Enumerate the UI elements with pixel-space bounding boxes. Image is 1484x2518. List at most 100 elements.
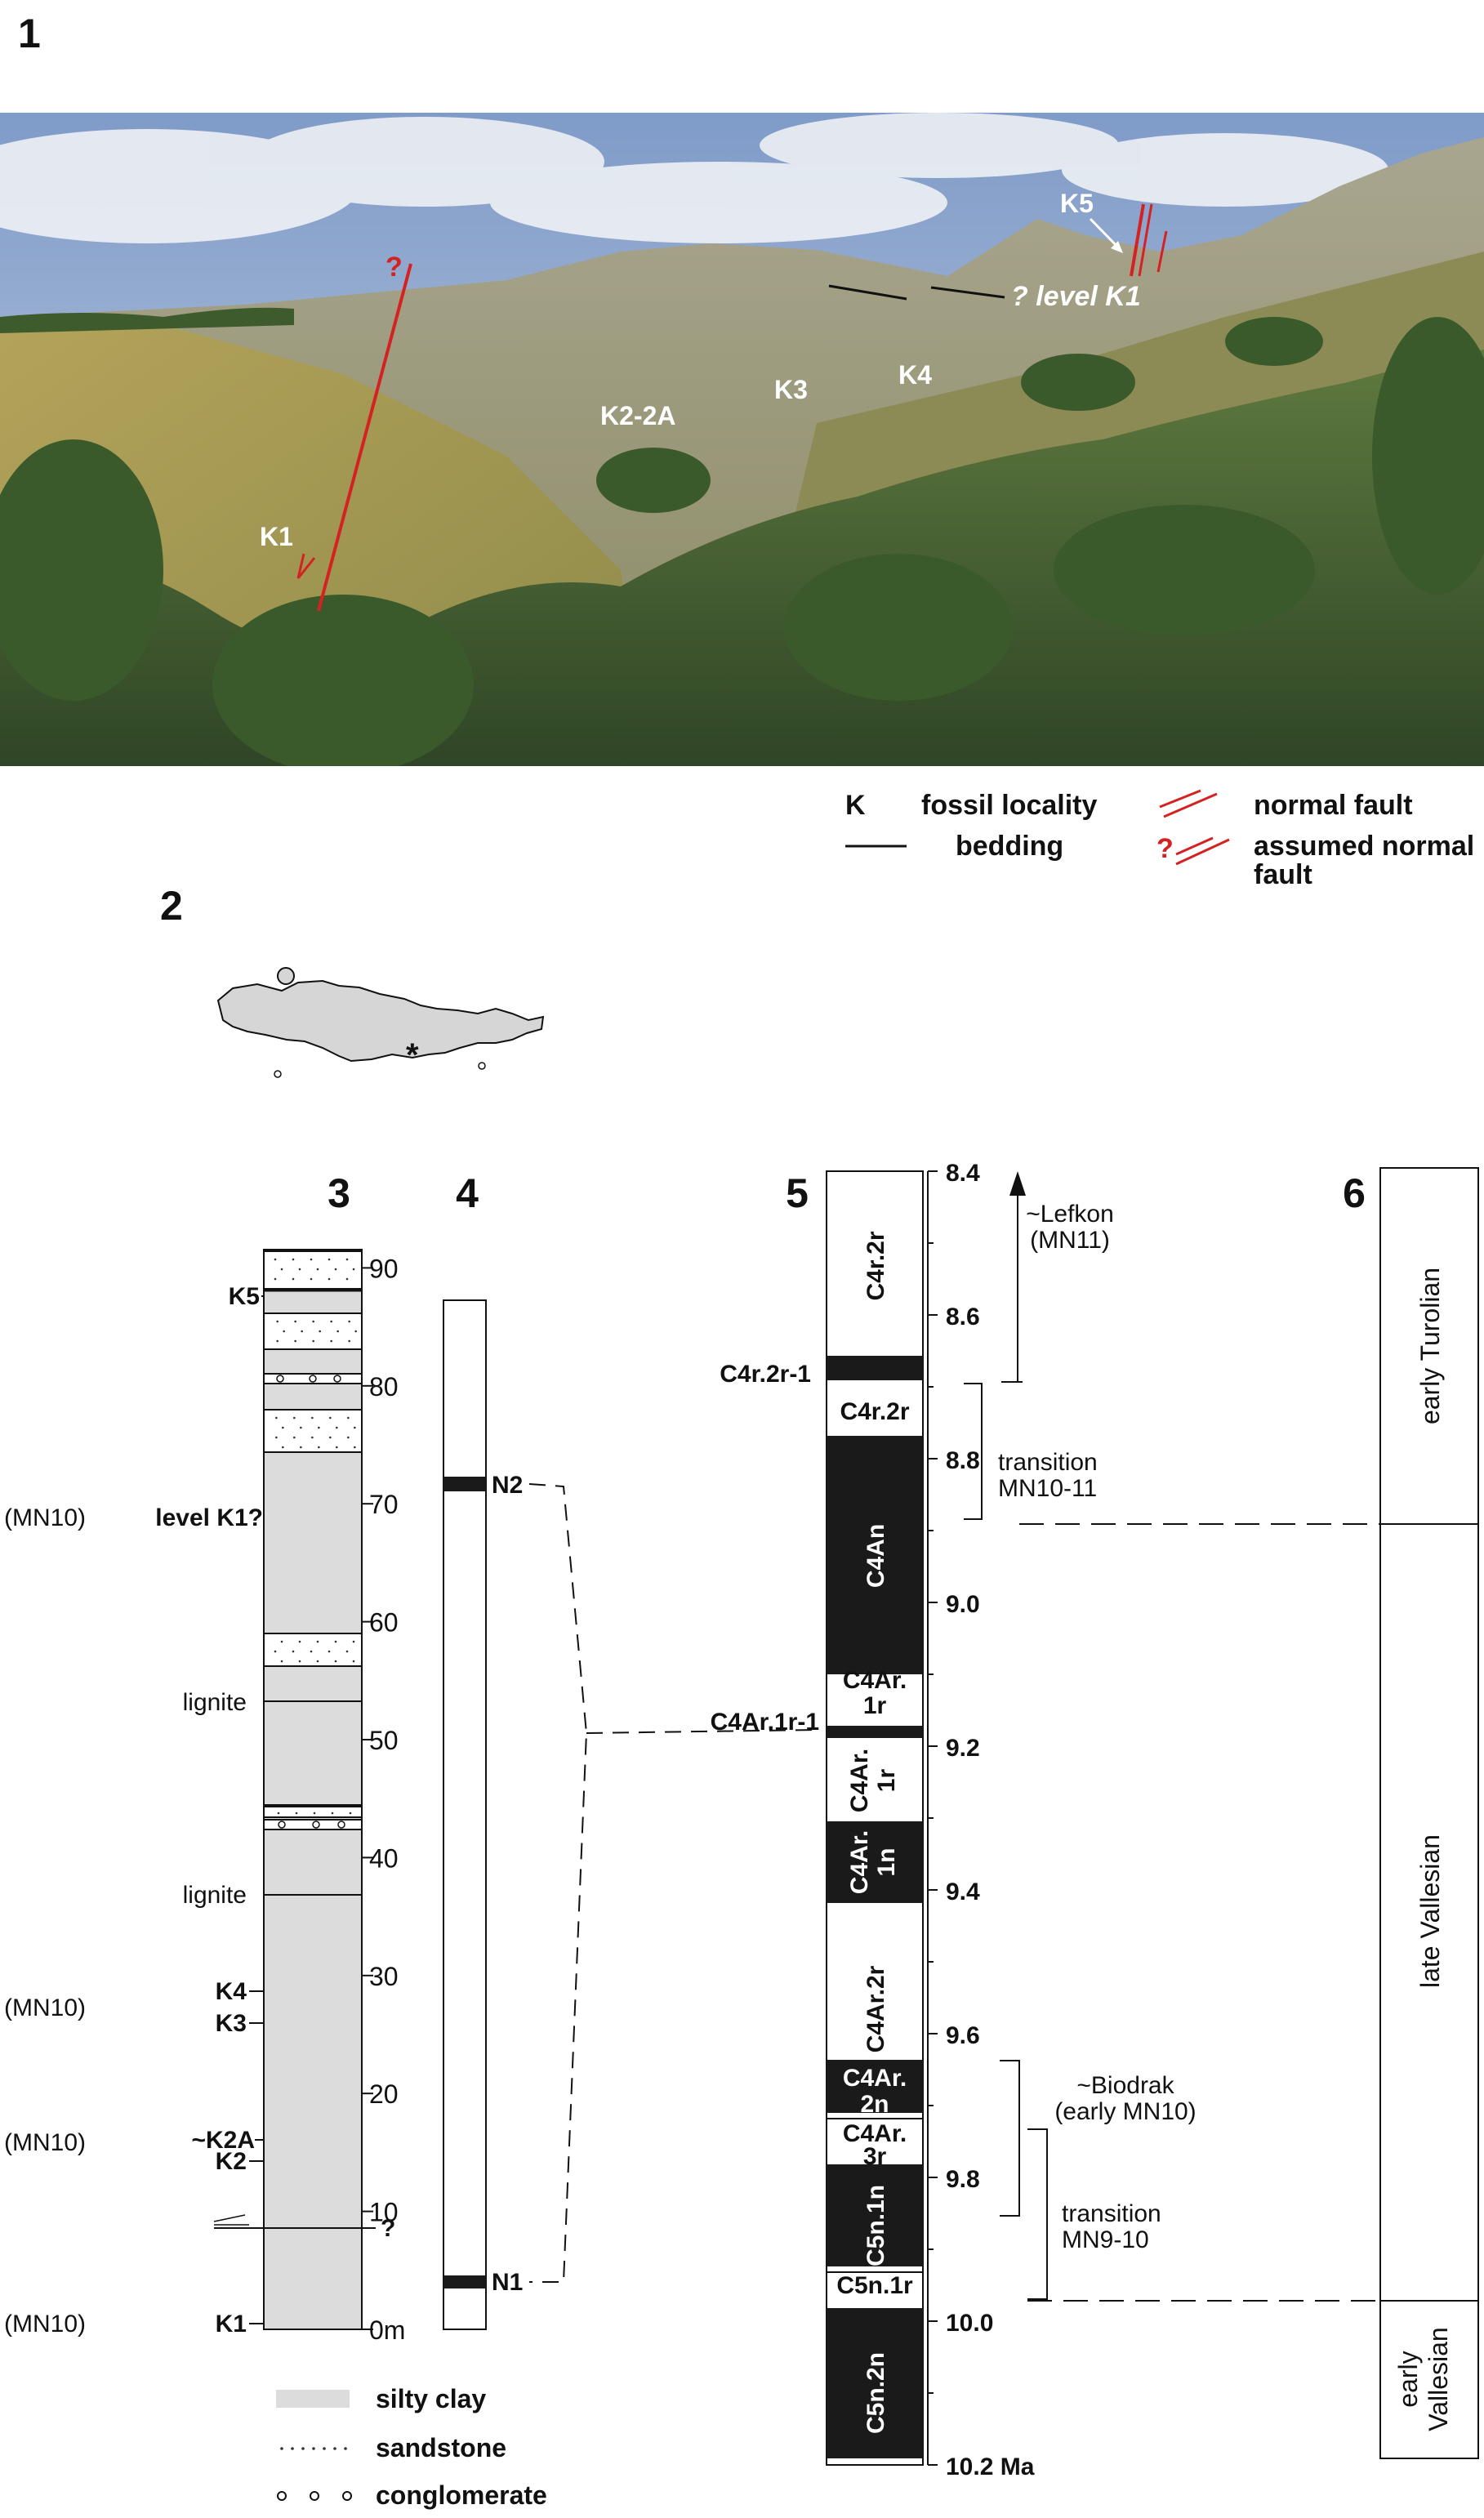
sandstone-dot [334, 1268, 337, 1271]
chron-c4ar2r: C4Ar.2r [862, 1965, 889, 2052]
legend-sandstone: sandstone [376, 2433, 506, 2462]
normal-fault [1130, 203, 1145, 277]
chron-c4r2r: C4r.2r [862, 1231, 889, 1300]
sandstone-dot [328, 1277, 331, 1281]
legend-conglomerate-pebble [277, 2491, 287, 2501]
sandstone-dot [316, 1640, 319, 1643]
sandstone-dot [294, 1320, 296, 1323]
chron-c4ar1r-rotated: 1r [873, 1768, 900, 1792]
bracket-transition-mn9-10 [1027, 2128, 1048, 2300]
legend-normal-fault-line [1159, 789, 1201, 809]
chron-c4ar3r: 3r [863, 2143, 887, 2170]
sandstone-dot [334, 1640, 337, 1643]
legend-assumed-fault-line [1175, 838, 1230, 866]
crete-islet [277, 967, 295, 985]
sandstone-dot [274, 1277, 277, 1281]
panel-number-4: 4 [456, 1170, 479, 1216]
legend-assumed-fault-line [1175, 836, 1214, 856]
chron-c4r2r: C4r.2r [840, 1398, 909, 1425]
stage-early-vallesian: early [1393, 2351, 1423, 2407]
sandstone-dot [282, 1446, 284, 1449]
sandstone-dot [329, 1436, 332, 1439]
sandstone-dot [348, 1339, 350, 1343]
crete-map: * [216, 967, 545, 1078]
sandstone-dot [298, 1268, 301, 1271]
depth-tick-label: 0m [369, 2315, 405, 2345]
fault-half-arrow [213, 2214, 249, 2226]
label-k2: K2 [216, 2148, 247, 2175]
legend-assumed-normal-fault: assumed normal [1254, 831, 1475, 862]
normal-chron [827, 1726, 923, 1738]
sandstone-dot [318, 1446, 320, 1449]
annotation-lefkon: ~Lefkon [1026, 1201, 1114, 1228]
sandstone-dot [300, 1446, 302, 1449]
legend-sandstone-dot [323, 2447, 326, 2450]
chron-c4ar1n: C4Ar. [846, 1830, 873, 1894]
label-k5: K5 [229, 1283, 260, 1310]
normal-chron [827, 2164, 923, 2266]
legend-silty-clay: silty clay [376, 2384, 486, 2413]
chron-c4ar2n: 2n [860, 2091, 889, 2118]
sandstone-dot [292, 1277, 295, 1281]
sandstone-dot [347, 1416, 350, 1419]
depth-tick-label: 80 [369, 1372, 399, 1402]
sandstone-dot [319, 1330, 321, 1333]
legend-sandstone-dot [333, 2447, 336, 2450]
normal-chron [827, 2308, 923, 2458]
legend-sandstone-dot [312, 2447, 315, 2450]
label-k4: K4 [898, 360, 932, 390]
sandstone-dot [328, 1258, 331, 1261]
sandstone-dot [330, 1320, 332, 1323]
crete-islet [478, 1062, 486, 1070]
sandstone-dot [354, 1446, 356, 1449]
sandstone-dot [328, 1650, 331, 1653]
field-photograph: ? K5 ? level K1 K2-2A K3 K4 K1 [0, 113, 1484, 766]
label-c4r2r-1: C4r.2r-1 [720, 1361, 811, 1388]
label-mn10: (MN10) [4, 1994, 86, 2021]
sandstone-dot [274, 1650, 277, 1653]
depth-tick-label: 90 [369, 1254, 399, 1283]
sandstone-dot [282, 1426, 284, 1429]
chron-c5n1n: C5n.1n [862, 2185, 889, 2266]
sandstone-dot [329, 1416, 332, 1419]
depth-tick-label: 60 [369, 1608, 399, 1638]
chron-c4an: C4An [862, 1524, 889, 1588]
conglomerate-pebble [333, 1375, 341, 1383]
sandstone-dot [293, 1416, 296, 1419]
label-k2a: ~K2A [191, 2127, 255, 2154]
sandstone-dot [311, 1416, 314, 1419]
sandstone-dot [330, 1339, 332, 1343]
chron-c5n2n: C5n.2n [862, 2352, 889, 2434]
normal-chron [827, 1356, 923, 1380]
normal-fault [1138, 203, 1153, 277]
depth-tick-label: 70 [369, 1490, 399, 1519]
sandstone-dot [300, 1426, 302, 1429]
sandstone-dot [347, 1436, 350, 1439]
sandstone-dot [316, 1268, 319, 1271]
label-k5: K5 [1060, 189, 1094, 218]
legend-assumed-normal-fault-line2: fault [1254, 859, 1312, 890]
conglomerate-pebble [278, 1821, 286, 1829]
sandstone-dot [310, 1258, 313, 1261]
stage-early-vallesian: Vallesian [1424, 2327, 1453, 2431]
conglomerate-pebble [276, 1375, 284, 1383]
fault-half-arrow [296, 553, 316, 579]
annotation-biodrak: (early MN10) [1054, 2098, 1196, 2125]
label-mn10: (MN10) [4, 2311, 86, 2338]
sandstone-bed [263, 1633, 363, 1667]
sandstone-dot [352, 1268, 355, 1271]
sandstone-dot [292, 1258, 295, 1261]
conglomerate-pebble [337, 1821, 345, 1829]
label-k1: K1 [260, 522, 293, 551]
fault-query-mark: ? [385, 252, 403, 283]
annotation-transition: transition [1062, 2200, 1161, 2227]
sandstone-dot [352, 1660, 355, 1663]
sandstone-dot [310, 1650, 313, 1653]
legend-conglomerate-pebble [342, 2491, 352, 2501]
sandstone-dot [280, 1268, 283, 1271]
annotation-transition: transition [998, 1449, 1098, 1476]
legend-sandstone-dot [301, 2447, 305, 2450]
depth-tick-label: 50 [369, 1726, 399, 1755]
annotation-transition: MN10-11 [998, 1475, 1097, 1502]
